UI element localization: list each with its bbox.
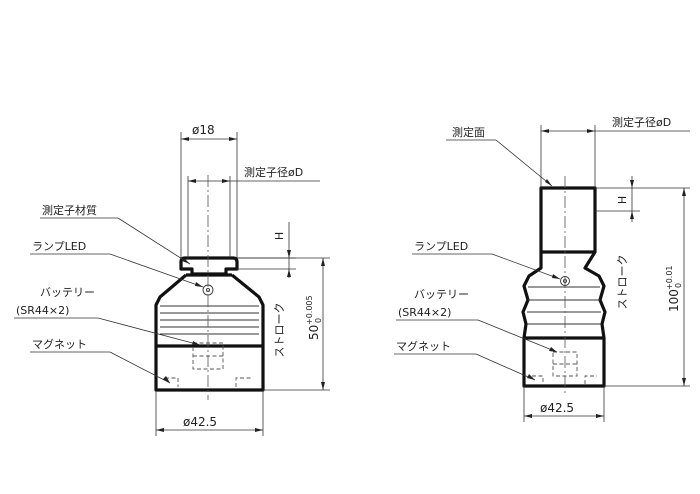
right-probe-diameter: 測定子径øD bbox=[612, 115, 671, 129]
arrowhead bbox=[163, 376, 170, 383]
right-h-label: H bbox=[616, 196, 629, 204]
arrowhead bbox=[682, 378, 686, 386]
right-leader bbox=[477, 319, 558, 353]
arrowhead bbox=[596, 414, 604, 418]
left-view: ø18 測定子径øD 測定子材質 ランプLED バッテリー (SR44×2) マ… bbox=[14, 123, 330, 436]
right-view: 測定子径øD 測定面 ランプLED バッテリー (SR44×2) マグネット H… bbox=[394, 115, 690, 422]
right-battery-line2: (SR44×2) bbox=[398, 306, 451, 319]
right-height-main: 100 bbox=[667, 289, 681, 312]
left-height-tol-upper: +0.005 bbox=[305, 295, 314, 325]
left-height-main: 50 bbox=[307, 325, 321, 340]
arrowhead bbox=[287, 269, 291, 277]
arrowhead bbox=[630, 180, 634, 188]
arrowhead bbox=[222, 179, 230, 183]
left-magnet-hidden bbox=[235, 377, 252, 387]
arrowhead bbox=[195, 282, 203, 287]
left-body-outline bbox=[154, 256, 265, 392]
arrowhead bbox=[545, 179, 552, 186]
arrowhead bbox=[524, 414, 532, 418]
right-stroke: ストローク bbox=[616, 255, 629, 310]
left-dim-top-dia: ø18 bbox=[192, 123, 215, 137]
right-magnet-hidden bbox=[584, 375, 597, 384]
right-body-outline bbox=[521, 186, 607, 388]
left-height-tol-lower: 0 bbox=[314, 318, 323, 323]
left-h-label: H bbox=[273, 232, 286, 240]
left-height-dim: 50 +0.005 0 bbox=[305, 295, 323, 340]
right-height-tol-upper: +0.01 bbox=[665, 265, 674, 290]
arrowhead bbox=[541, 129, 549, 133]
left-dim-bottom-dia: ø42.5 bbox=[183, 415, 217, 429]
arrowhead bbox=[192, 341, 200, 345]
right-magnet: マグネット bbox=[396, 339, 451, 353]
arrowhead bbox=[321, 258, 325, 266]
right-leader bbox=[491, 253, 561, 280]
arrowhead bbox=[182, 258, 190, 264]
arrowhead bbox=[527, 374, 535, 380]
arrowhead bbox=[552, 274, 560, 279]
right-leader bbox=[495, 139, 553, 187]
left-probe-diameter: 測定子径øD bbox=[244, 165, 303, 179]
arrowhead bbox=[181, 137, 189, 141]
left-magnet-hidden bbox=[165, 377, 179, 387]
left-lamp-led: ランプLED bbox=[32, 240, 86, 253]
left-battery-line2: (SR44×2) bbox=[16, 304, 69, 317]
arrowhead bbox=[229, 137, 237, 141]
arrowhead bbox=[587, 129, 595, 133]
arrowhead bbox=[549, 347, 557, 352]
right-height-dim: 100 +0.01 0 bbox=[665, 265, 683, 312]
left-stroke: ストローク bbox=[273, 303, 286, 358]
right-leader bbox=[475, 353, 536, 381]
right-lamp-led: ランプLED bbox=[414, 240, 468, 253]
left-probe-material: 測定子材質 bbox=[42, 203, 97, 217]
left-magnet: マグネット bbox=[32, 337, 87, 351]
left-leader bbox=[97, 317, 201, 346]
left-leader bbox=[117, 217, 191, 265]
right-measure-face: 測定面 bbox=[452, 125, 485, 139]
left-battery-line1: バッテリー bbox=[40, 286, 95, 299]
arrowhead bbox=[255, 428, 263, 432]
right-height-tol-lower: 0 bbox=[674, 283, 683, 288]
right-battery-line1: バッテリー bbox=[414, 288, 469, 301]
right-magnet-hidden bbox=[532, 375, 544, 384]
arrowhead bbox=[682, 188, 686, 196]
arrowhead bbox=[156, 428, 164, 432]
arrowhead bbox=[188, 179, 196, 183]
right-dim-bottom-dia: ø42.5 bbox=[540, 401, 574, 415]
left-leader bbox=[109, 253, 204, 288]
arrowhead bbox=[287, 250, 291, 258]
left-leader bbox=[109, 351, 171, 384]
arrowhead bbox=[321, 382, 325, 390]
arrowhead bbox=[630, 211, 634, 219]
